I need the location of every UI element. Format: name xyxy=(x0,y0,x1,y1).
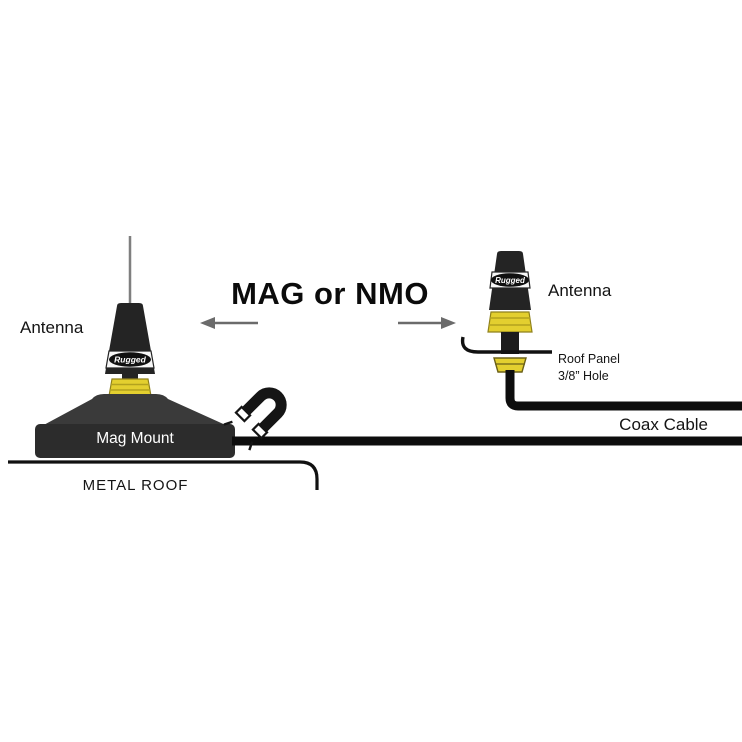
nmo-stem xyxy=(501,332,519,354)
mag-mount-body xyxy=(35,424,235,458)
mag-mount-base xyxy=(35,394,235,458)
antenna-base-lip xyxy=(105,368,155,374)
roof-panel-label: Roof Panel xyxy=(558,352,620,366)
brand-logo-text: Rugged xyxy=(495,276,526,285)
roof-panel-line xyxy=(460,336,552,354)
antenna-label-left: Antenna xyxy=(20,318,84,337)
metal-roof-label: METAL ROOF xyxy=(82,477,189,494)
nmo-antenna: Rugged xyxy=(487,251,533,354)
right-coax-cable xyxy=(505,370,742,411)
antenna-body xyxy=(109,303,151,351)
mag-mount-dome xyxy=(40,394,230,427)
hole-size-label: 3/8” Hole xyxy=(558,369,609,383)
mag-antenna: Rugged xyxy=(105,236,155,397)
antenna-yellow-base xyxy=(108,378,152,397)
metal-roof-line xyxy=(8,460,319,490)
antenna-yellow-base xyxy=(487,311,533,333)
brand-logo-text: Rugged xyxy=(114,355,146,365)
mag-mount-label: Mag Mount xyxy=(96,430,174,447)
nmo-nut xyxy=(493,357,527,373)
arrow-right-icon xyxy=(398,317,456,329)
diagram-title: MAG or NMO xyxy=(231,276,429,311)
brand-logo xyxy=(109,352,151,367)
antenna-stem xyxy=(122,374,138,379)
coax-cable-label: Coax Cable xyxy=(619,415,708,434)
arrow-left-icon xyxy=(200,317,258,329)
magnet-icon xyxy=(223,387,287,451)
antenna-label-right: Antenna xyxy=(548,281,612,300)
brand-logo xyxy=(491,273,529,287)
